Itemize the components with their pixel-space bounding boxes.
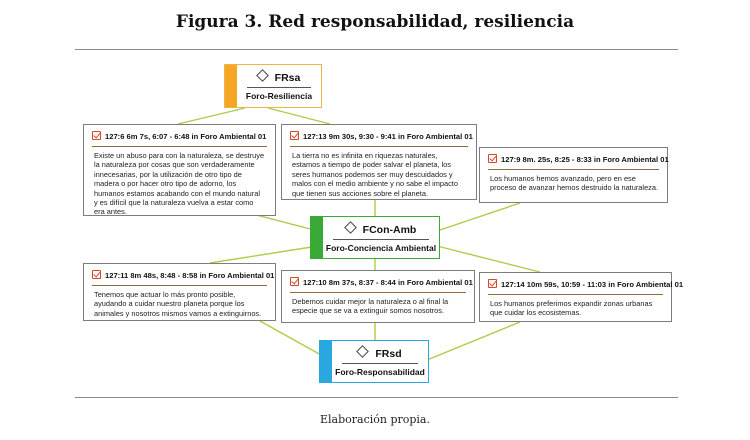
link-frsa-c2: [267, 107, 331, 125]
checkbox-icon: [290, 277, 299, 286]
quote-card-text: Los humanos preferimos expandir zonas ur…: [490, 299, 653, 318]
quote-card-header: 127:10 8m 37s, 8:37 - 8:44 in Foro Ambie…: [303, 278, 473, 287]
quote-card-header: 127:13 9m 30s, 9:30 - 9:41 in Foro Ambie…: [303, 132, 473, 141]
quote-card-header: 127:9 8m. 25s, 8:25 - 8:33 in Foro Ambie…: [501, 155, 669, 164]
bottom-rule: [75, 397, 678, 398]
link-fconamb-c6: [436, 245, 541, 273]
quote-card-1[interactable]: 127:6 6m 7s, 6:07 - 6:48 in Foro Ambient…: [83, 124, 276, 216]
checkbox-icon: [92, 131, 101, 140]
node-fconamb-code: FCon-Amb: [362, 224, 417, 236]
node-frsd-divider: [342, 363, 418, 364]
link-c6-frsd: [426, 321, 521, 361]
node-frsd-name: Foro-Responsabilidad: [335, 367, 425, 377]
node-fconamb-divider: [333, 239, 429, 240]
node-fconamb-name: Foro-Conciencia Ambiental: [325, 243, 437, 253]
checkbox-icon: [488, 279, 497, 288]
top-rule: [75, 49, 678, 50]
diamond-icon: [343, 221, 357, 234]
node-frsa[interactable]: FRsa Foro-Resiliencia: [224, 64, 322, 108]
quote-card-4[interactable]: 127:11 8m 48s, 8:48 - 8:58 in Foro Ambie…: [83, 263, 276, 321]
figure-title: Figura 3. Red responsabilidad, resilienc…: [175, 12, 575, 32]
quote-card-text: Tenemos que actuar lo más pronto posible…: [94, 290, 262, 318]
quote-card-divider: [290, 292, 466, 293]
quote-card-text: Debemos cuidar mejor la naturaleza o al …: [292, 297, 449, 316]
quote-card-divider: [290, 146, 468, 147]
link-frsa-c1: [177, 107, 246, 125]
checkbox-icon: [290, 131, 299, 140]
diamond-icon: [356, 345, 370, 358]
quote-card-divider: [488, 169, 659, 170]
quote-card-divider: [488, 294, 663, 295]
link-fconamb-c4: [209, 245, 319, 264]
quote-card-header: 127:6 6m 7s, 6:07 - 6:48 in Foro Ambient…: [105, 132, 267, 141]
node-frsa-strip: [225, 65, 237, 107]
figure-source-note: Elaboración propia.: [319, 413, 430, 426]
quote-card-5[interactable]: 127:10 8m 37s, 8:37 - 8:44 in Foro Ambie…: [281, 270, 475, 323]
link-c3-fconamb: [436, 202, 521, 232]
node-frsa-divider: [247, 87, 311, 88]
node-fconamb[interactable]: FCon-Amb Foro-Conciencia Ambiental: [310, 216, 440, 259]
quote-card-text: Los humanos hemos avanzado, pero en ese …: [490, 174, 659, 193]
node-frsa-code: FRsa: [274, 72, 301, 84]
quote-card-text: Existe un abuso para con la naturaleza, …: [94, 151, 265, 217]
checkbox-icon: [488, 154, 497, 163]
node-frsd-strip: [320, 341, 332, 382]
quote-card-divider: [92, 285, 267, 286]
node-frsd-code: FRsd: [375, 348, 402, 360]
quote-card-header: 127:14 10m 59s, 10:59 - 11:03 in Foro Am…: [501, 280, 684, 289]
diamond-icon: [255, 69, 269, 82]
node-frsa-name: Foro-Resiliencia: [245, 91, 313, 101]
node-frsd[interactable]: FRsd Foro-Responsabilidad: [319, 340, 429, 383]
quote-card-divider: [92, 146, 267, 147]
quote-card-6[interactable]: 127:14 10m 59s, 10:59 - 11:03 in Foro Am…: [479, 272, 683, 322]
node-fconamb-strip: [311, 217, 323, 258]
quote-card-2[interactable]: 127:13 9m 30s, 9:30 - 9:41 in Foro Ambie…: [281, 124, 477, 200]
link-c4-frsd: [259, 320, 331, 361]
checkbox-icon: [92, 270, 101, 279]
quote-card-3[interactable]: 127:9 8m. 25s, 8:25 - 8:33 in Foro Ambie…: [479, 147, 669, 203]
quote-card-header: 127:11 8m 48s, 8:48 - 8:58 in Foro Ambie…: [105, 271, 275, 280]
quote-card-text: La tierra no es infinita en riquezas nat…: [292, 151, 458, 198]
